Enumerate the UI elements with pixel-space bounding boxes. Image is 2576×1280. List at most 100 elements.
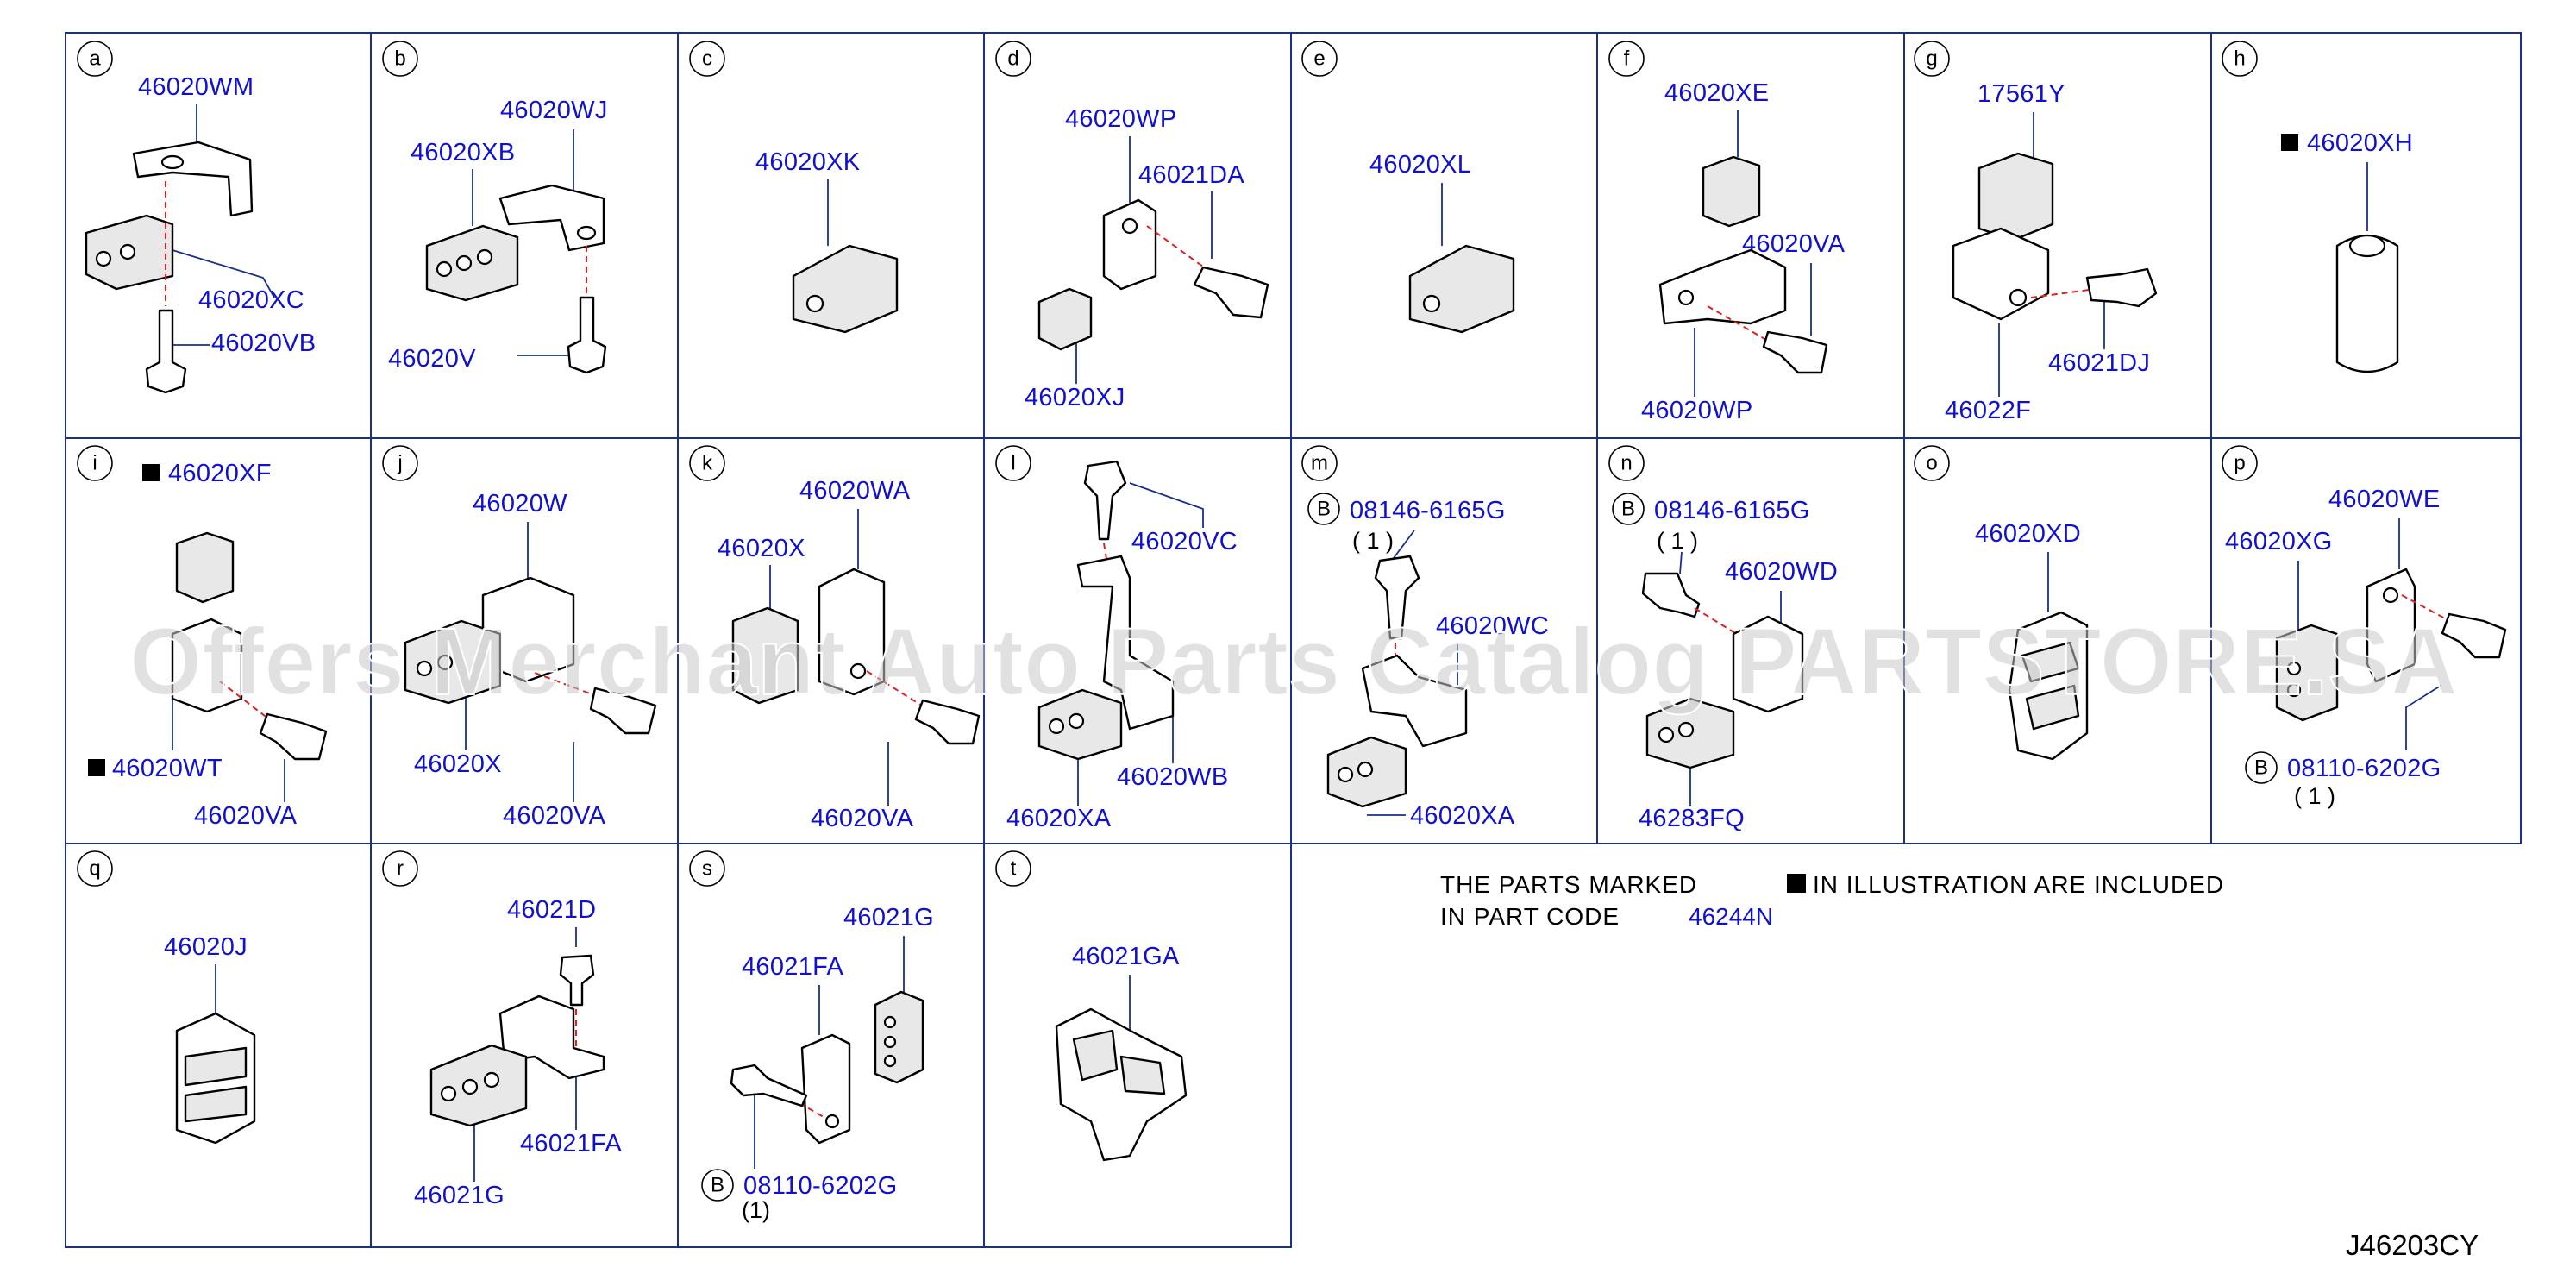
note-line1-end: IN ILLUSTRATION ARE INCLUDED [1813, 871, 2224, 898]
note-part-code: 46244N [1689, 903, 1773, 930]
part-label: 46021FA [520, 1130, 623, 1158]
cell-m: m B 08146-6165G ( 1 ) 46020WC 46020XA [1301, 445, 1549, 830]
bracket-icon [1361, 654, 1468, 748]
part-label: 46020VA [194, 802, 298, 830]
bolt-ref-badge: B [2254, 756, 2268, 780]
part-label: 46020WE [2328, 486, 2440, 513]
part-label: 46021D [507, 896, 596, 924]
part-label: 46020WP [1641, 397, 1752, 424]
cell-b: b 46020WJ 46020XB 46020V [382, 41, 608, 374]
cell-letter: l [1011, 452, 1015, 475]
bracket-icon [171, 618, 243, 713]
cell-g: g 17561Y 46021DJ 46022F [1914, 41, 2158, 424]
grommet-icon [874, 990, 924, 1084]
part-label: 46020XK [755, 148, 861, 176]
part-label: 46020WT [112, 755, 223, 782]
part-label: 08110-6202G [743, 1172, 898, 1200]
cell-d: d 46020WP 46021DA 46020XJ [995, 41, 1269, 411]
bolt-icon [2441, 612, 2507, 659]
cell-letter: e [1313, 47, 1325, 71]
quantity: ( 1 ) [1657, 528, 1698, 554]
bolt-icon [589, 687, 657, 735]
cell-f: f 46020XE 46020VA 46020WP [1608, 41, 1845, 424]
cell-r: r 46021D 46021FA 46021G [382, 850, 623, 1209]
part-label: 46020V [388, 345, 476, 373]
part-label: 46020XD [1975, 520, 2081, 548]
cell-a: a 46020WM 46020XC 46020VB [77, 41, 316, 394]
grid [65, 32, 2522, 1248]
cell-s: s 46021G 46021FA B 08110-6202G (1) [689, 850, 934, 1223]
part-label: 46020X [414, 750, 502, 778]
bolt-ref-badge: B [1317, 498, 1331, 521]
cell-letter: k [702, 452, 713, 475]
grommet-icon [425, 224, 519, 302]
cell-letter: q [89, 857, 100, 881]
bolt-icon [259, 712, 328, 761]
part-label: 46020XF [168, 460, 272, 487]
cell-letter: g [1926, 47, 1937, 71]
part-label: 46020WP [1065, 105, 1176, 133]
cell-e: e 46020XL [1301, 41, 1515, 334]
cell-letter: n [1620, 452, 1632, 475]
part-label: 46020XH [2307, 129, 2413, 157]
cell-h: h 46020XH [2222, 41, 2413, 373]
insulator-icon [1977, 152, 2054, 242]
cell-c: c 46020XK [689, 41, 899, 334]
part-label: 46021G [414, 1182, 505, 1209]
part-label: 46020VA [811, 805, 914, 832]
bolt-icon [1641, 572, 1701, 618]
bolt-ref-badge: B [1621, 498, 1635, 521]
part-label: 46021GA [1072, 943, 1180, 970]
part-label: 46020WA [799, 477, 911, 505]
quantity: (1) [742, 1197, 770, 1223]
bracket-icon [132, 141, 254, 217]
part-label: 46020WJ [500, 97, 608, 124]
part-label: 46020XG [2225, 528, 2333, 555]
part-label: 46020XE [1664, 79, 1769, 107]
part-label: 46020XL [1369, 151, 1471, 179]
note-line1-start: THE PARTS MARKED [1440, 871, 1697, 898]
part-label: 46021DA [1138, 161, 1244, 189]
quantity: ( 1 ) [1352, 528, 1394, 554]
part-label: 08146-6165G [1654, 497, 1810, 524]
part-label: 46020VC [1131, 528, 1238, 555]
bolt-icon [1762, 330, 1828, 374]
grommet-icon [1037, 287, 1093, 351]
part-label: 46020X [718, 535, 805, 562]
part-label: 46020WD [1725, 558, 1838, 586]
bolt-icon [730, 1064, 808, 1107]
part-label: 46022F [1945, 397, 2031, 424]
cell-letter: i [92, 452, 97, 475]
cell-i: i 46020XF 46020WT 46020VA [77, 445, 328, 830]
cell-t: t 46021GA [995, 850, 1188, 1162]
part-label: 46020VA [503, 802, 606, 830]
cell-letter: m [1311, 452, 1328, 475]
bolt-ref-badge: B [711, 1174, 724, 1197]
part-label: 17561Y [1977, 80, 2065, 108]
cell-letter: a [89, 47, 101, 71]
bracket-icon [800, 1033, 851, 1145]
bracket-icon [1076, 555, 1175, 731]
bracket-icon [1952, 227, 2050, 321]
bracket-icon [818, 568, 886, 696]
part-label: 46021FA [742, 953, 844, 981]
cell-letter: j [397, 452, 402, 475]
cell-letter: r [397, 857, 404, 881]
cell-letter: o [1926, 452, 1937, 475]
quantity: ( 1 ) [2294, 783, 2335, 809]
cell-j: j 46020W 46020X 46020VA [382, 445, 657, 830]
part-label: 46021G [843, 904, 934, 932]
part-label: 46020XC [198, 286, 304, 314]
bracket-icon [1732, 615, 1804, 713]
part-label: 46020WM [138, 73, 254, 101]
part-label: 46020XJ [1025, 384, 1125, 411]
grommet-icon [792, 244, 899, 334]
cell-letter: s [702, 857, 712, 881]
part-label: 46021DJ [2048, 349, 2150, 377]
included-marker-icon [2281, 134, 2298, 151]
cell-o: o 46020XD [1914, 445, 2089, 761]
bolt-icon [1083, 460, 1127, 541]
part-label: 46020VB [211, 329, 316, 357]
cell-letter: c [702, 47, 712, 71]
part-label: 46020XA [1410, 802, 1515, 830]
